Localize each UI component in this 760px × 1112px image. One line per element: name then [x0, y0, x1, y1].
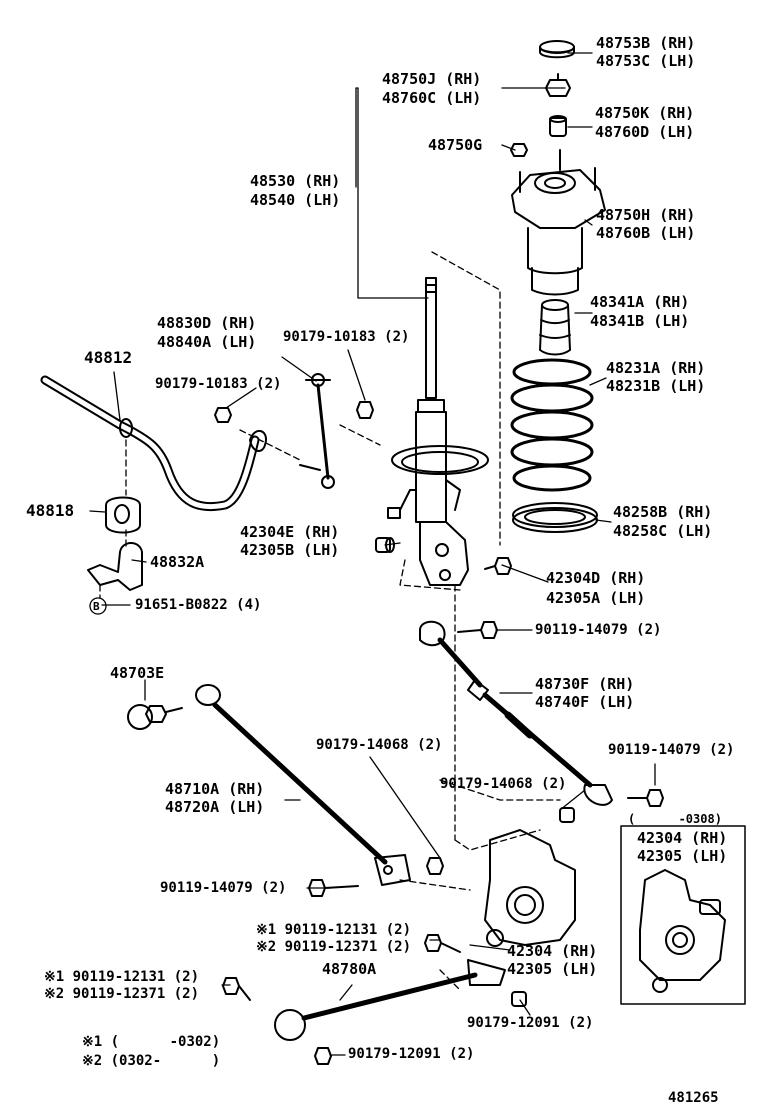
label-90119-12371-b: ※2 90119-12371 (2) — [44, 986, 200, 1002]
cam-bolt-48703e — [127, 704, 183, 730]
label-48231b: 48231B (LH) — [606, 377, 706, 395]
dust-cap-48753 — [539, 40, 575, 59]
label-48258b: 48258B (RH) — [613, 503, 713, 521]
nut-90179-10183-a — [356, 401, 374, 419]
label-90119-14079-b: 90119-14079 (2) — [608, 742, 735, 758]
label-42304-main: 42304 (RH) — [507, 942, 598, 960]
bolt-90119-12131-b — [222, 977, 251, 1001]
label-ref-b: B — [93, 600, 100, 613]
label-48341b: 48341B (LH) — [590, 312, 690, 330]
label-48753b: 48753B (RH) — [596, 34, 696, 52]
label-48720a: 48720A (LH) — [165, 798, 265, 816]
lower-arm-48710 — [195, 684, 411, 886]
label-48760c: 48760C (LH) — [382, 89, 482, 107]
leader-lines — [89, 52, 656, 1056]
bushing-42304e — [375, 537, 395, 553]
label-42305-main: 42305 (LH) — [507, 960, 598, 978]
bolt-90119-14079-b — [627, 789, 664, 807]
nut-48750j — [545, 73, 571, 97]
bolt-42304d — [484, 557, 512, 575]
bolt-90119-12131-a — [424, 934, 461, 953]
label-48341a: 48341A (RH) — [590, 293, 690, 311]
label-0308-range: ( -0308) — [628, 812, 722, 826]
label-48780a: 48780A — [322, 960, 377, 978]
nut-90179-12091-b — [314, 1047, 332, 1065]
label-90179-14068-b: 90179-14068 (2) — [440, 776, 567, 792]
label-48750k: 48750K (RH) — [595, 104, 695, 122]
label-90119-14079-c: 90119-14079 (2) — [160, 880, 287, 896]
label-90119-14079-a: 90119-14079 (2) — [535, 622, 662, 638]
label-48818: 48818 — [26, 501, 75, 520]
label-42305b: 42305B (LH) — [240, 541, 340, 559]
stabilizer-bar-48812 — [40, 375, 267, 512]
label-48760b: 48760B (LH) — [596, 224, 696, 242]
label-48710a: 48710A (RH) — [165, 780, 265, 798]
shock-absorber-48530 — [387, 277, 489, 586]
label-48530: 48530 (RH) — [250, 172, 341, 190]
label-90179-12091-a: 90179-12091 (2) — [467, 1015, 594, 1031]
bracket-48832 — [87, 542, 143, 591]
nut-90179-10183-b — [214, 407, 232, 423]
label-48703e: 48703E — [110, 664, 165, 682]
diagram-id: 481265 — [668, 1090, 719, 1106]
label-48730f: 48730F (RH) — [535, 675, 635, 693]
label-90179-14068-a: 90179-14068 (2) — [316, 737, 443, 753]
strut-mount-48750h — [511, 149, 606, 296]
label-90179-10183-b: 90179-10183 (2) — [155, 376, 282, 392]
dashed-guides — [99, 251, 561, 991]
label-90119-12131-a: ※1 90119-12131 (2) — [256, 922, 412, 938]
label-48540: 48540 (LH) — [250, 191, 341, 209]
steering-knuckle-42304 — [484, 829, 576, 947]
label-48832a: 48832A — [150, 553, 205, 571]
spring-insulator-48258 — [512, 502, 598, 533]
nut-90179-14068-b — [426, 857, 444, 875]
bolt-90119-14079-c — [308, 879, 359, 897]
bump-stopper-48341 — [539, 299, 571, 356]
nut-48750g — [510, 143, 528, 157]
label-48753c: 48753C (LH) — [596, 52, 696, 70]
nut-90179-12091-a — [511, 991, 527, 1007]
note-2: ※2 (0302- ) — [82, 1053, 221, 1069]
steering-knuckle-inset — [639, 869, 726, 993]
label-91651-b0822: 91651-B0822 (4) — [135, 597, 262, 613]
label-42304-inset: 42304 (RH) — [637, 829, 728, 847]
ref-circle-b — [89, 597, 107, 615]
label-48740f: 48740F (LH) — [535, 693, 635, 711]
label-48830d: 48830D (RH) — [157, 314, 257, 332]
label-42304e: 42304E (RH) — [240, 523, 340, 541]
toe-arm-48780 — [274, 959, 506, 1041]
label-48760d: 48760D (LH) — [595, 123, 695, 141]
label-48750g: 48750G — [428, 136, 483, 154]
shaft-bracket-line — [355, 87, 429, 299]
stabilizer-link-48830 — [299, 373, 335, 489]
label-42305a: 42305A (LH) — [546, 589, 646, 607]
label-90119-12371-a: ※2 90119-12371 (2) — [256, 939, 412, 955]
coil-spring-48231 — [510, 358, 594, 492]
label-48750h: 48750H (RH) — [596, 206, 696, 224]
label-42304d: 42304D (RH) — [546, 569, 646, 587]
inset-box — [620, 825, 746, 1005]
bolt-90119-14079-a — [457, 621, 498, 639]
collar-48750k — [549, 115, 567, 137]
label-42305-inset: 42305 (LH) — [637, 847, 728, 865]
nut-90179-14068-a — [559, 807, 575, 823]
label-48750j: 48750J (RH) — [382, 70, 482, 88]
bushing-48818 — [105, 496, 141, 534]
label-48231a: 48231A (RH) — [606, 359, 706, 377]
label-90119-12131-b: ※1 90119-12131 (2) — [44, 969, 200, 985]
lateral-rod-48730 — [419, 620, 613, 806]
label-48840a: 48840A (LH) — [157, 333, 257, 351]
label-48812: 48812 — [84, 348, 133, 367]
note-1: ※1 ( -0302) — [82, 1034, 221, 1050]
label-90179-12091-b: 90179-12091 (2) — [348, 1046, 475, 1062]
label-48258c: 48258C (LH) — [613, 522, 713, 540]
label-90179-10183-a: 90179-10183 (2) — [283, 329, 410, 345]
